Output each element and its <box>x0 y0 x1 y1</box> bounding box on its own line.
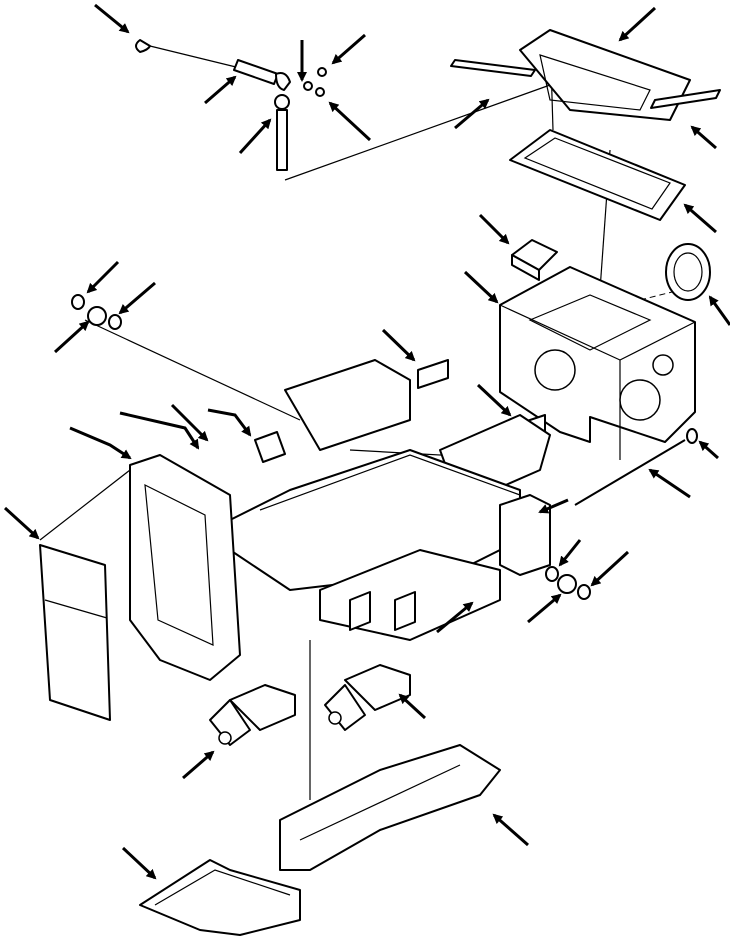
skid-plate-small <box>139 859 301 936</box>
callout-arrow <box>708 295 730 326</box>
callout-arrow <box>618 6 657 42</box>
callout-arrow <box>331 33 366 65</box>
long-bolt <box>574 428 698 506</box>
side-cover-plate <box>665 243 711 301</box>
callout-arrow <box>182 750 215 780</box>
callout-arrow <box>454 98 490 130</box>
callout-arrow <box>690 125 717 150</box>
mount-bracket-left <box>209 684 296 746</box>
callout-arrow <box>648 468 691 499</box>
front-frame <box>129 454 241 681</box>
callout-arrow <box>478 213 510 245</box>
callout-arrow <box>492 813 529 847</box>
callout-arrow <box>698 440 719 460</box>
callout-arrow <box>328 101 372 142</box>
callout-arrow <box>527 593 562 624</box>
spacers-left <box>71 294 122 330</box>
callout-arrow <box>94 3 130 34</box>
callout-arrow <box>683 203 717 234</box>
callout-arrow <box>436 601 474 634</box>
callout-arrow <box>204 75 237 105</box>
small-block <box>511 239 558 281</box>
callout-arrow <box>398 693 427 720</box>
callout-arrow <box>119 411 200 450</box>
main-frame <box>229 359 551 641</box>
callout-arrow <box>207 408 252 437</box>
callout-arrow <box>558 539 582 567</box>
callout-arrow <box>238 118 272 155</box>
front-grille <box>39 544 111 721</box>
lube-tube-assembly <box>135 39 327 171</box>
callout-arrow <box>590 550 630 587</box>
mount-bracket-right <box>324 664 411 731</box>
callout-arrow <box>118 281 156 315</box>
callout-arrow <box>53 320 90 354</box>
top-cover-assembly <box>450 29 721 221</box>
spacers-right <box>545 566 591 600</box>
callout-arrow <box>170 403 209 442</box>
callout-arrow <box>121 846 157 880</box>
transmission-case <box>499 266 696 460</box>
callout-arrow <box>476 383 512 417</box>
callout-arrow <box>538 498 569 514</box>
skid-plate-large <box>279 744 501 871</box>
callout-arrow <box>3 506 40 540</box>
callout-arrow <box>69 426 132 460</box>
callout-arrows <box>3 3 730 880</box>
callout-arrow <box>463 270 499 304</box>
callout-arrow <box>86 260 120 294</box>
callout-arrow <box>381 328 416 362</box>
